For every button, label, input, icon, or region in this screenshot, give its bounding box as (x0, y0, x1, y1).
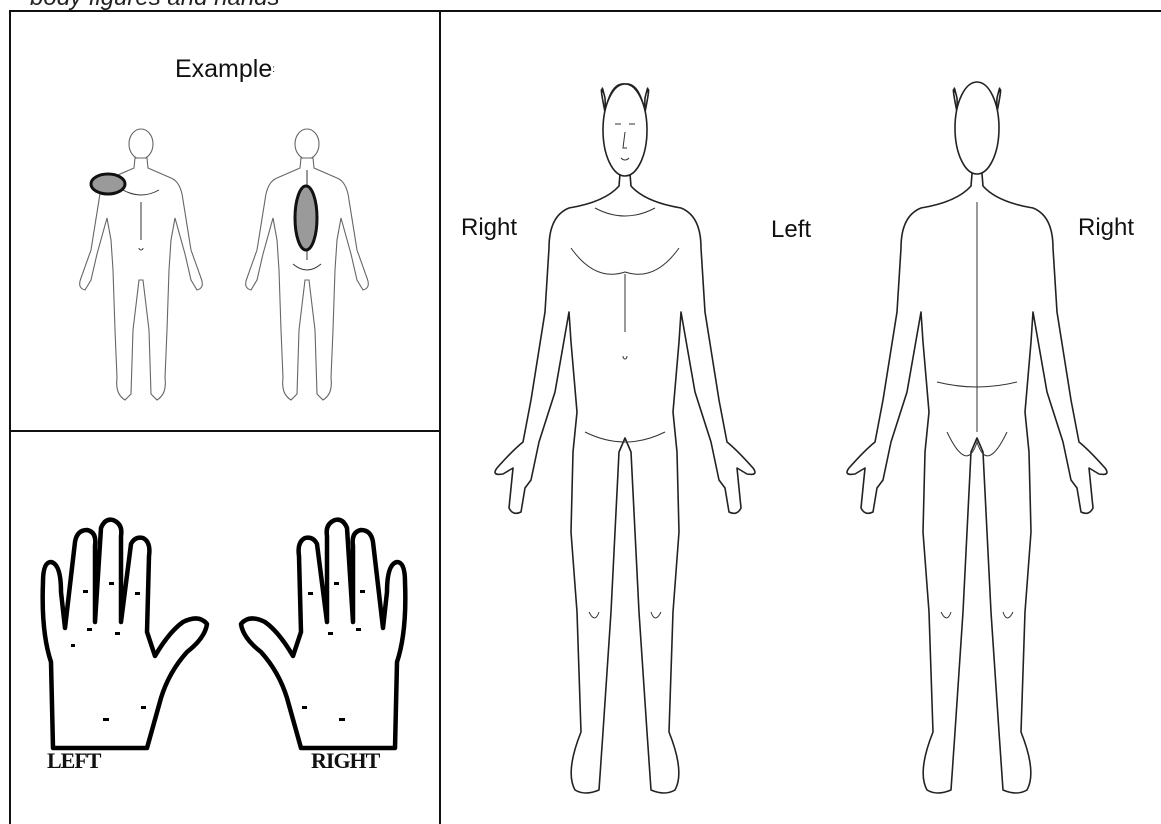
front-body-figure (495, 84, 755, 793)
left-hand-label: LEFT (47, 748, 100, 774)
example-front-figure (11, 12, 439, 430)
back-body-figure (847, 82, 1107, 793)
hands-panel: LEFT RIGHT (11, 432, 439, 824)
example-mark-back (295, 186, 317, 250)
example-panel: Example: (11, 12, 439, 430)
body-panel: Right Left Right (441, 12, 1161, 824)
right-hand-label: RIGHT (311, 748, 379, 774)
body-figures (441, 12, 1161, 824)
example-mark-shoulder (91, 174, 125, 194)
